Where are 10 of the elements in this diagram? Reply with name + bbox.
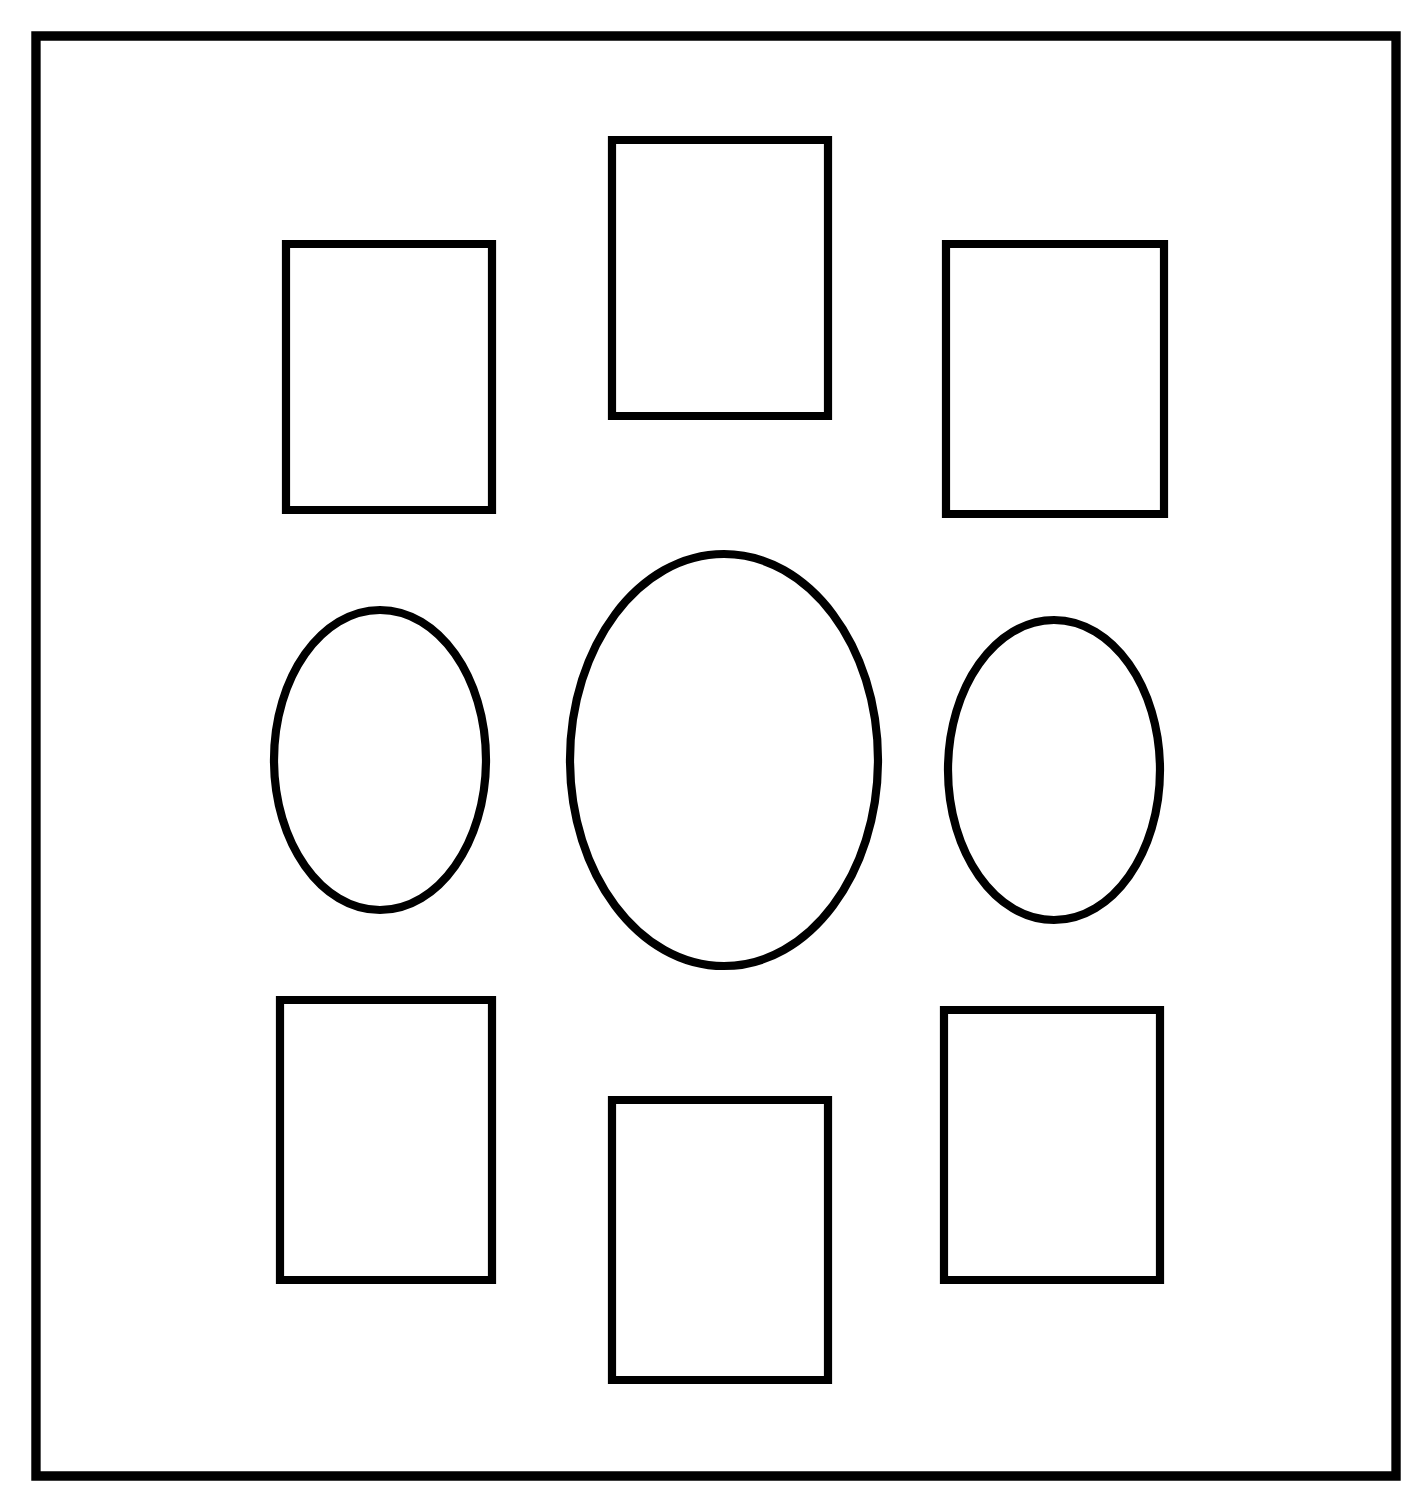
rectangle-shape — [607, 135, 833, 421]
rectangle-shape — [941, 239, 1169, 519]
rectangle-shape — [939, 1005, 1165, 1285]
rectangle-shape — [275, 995, 497, 1285]
ellipse-shape — [269, 605, 491, 915]
rectangle-shape — [607, 1095, 833, 1385]
rectangle-shape — [281, 239, 497, 515]
outer-frame — [31, 31, 1401, 1481]
ellipse-shape — [943, 615, 1165, 925]
ellipse-shape — [565, 549, 883, 971]
